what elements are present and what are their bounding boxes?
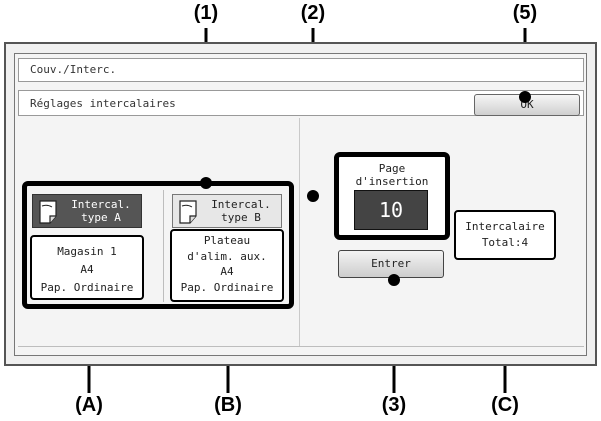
source-b-paper: Pap. Ordinaire bbox=[180, 280, 274, 294]
insert-type-a-label-1: Intercal. bbox=[71, 198, 131, 211]
page-insertion-label-1: Page bbox=[378, 162, 406, 175]
settings-title: Réglages intercalaires bbox=[30, 97, 176, 110]
insert-type-b-button[interactable]: Intercal.type B bbox=[172, 194, 282, 228]
page-insertion-value[interactable]: 10 bbox=[354, 190, 428, 230]
insert-type-b-label-2: type B bbox=[221, 211, 261, 224]
insert-type-b-source: Plateau d'alim. aux. A4 Pap. Ordinaire bbox=[170, 229, 284, 302]
callout-2: (2) bbox=[300, 2, 326, 24]
callout-3: (3) bbox=[381, 394, 407, 416]
callout-3-dot bbox=[388, 274, 400, 286]
page-insertion-label-2: d'insertion bbox=[355, 175, 429, 188]
screen-title: Couv./Interc. bbox=[30, 63, 117, 76]
insert-type-group-highlight bbox=[22, 181, 294, 309]
callout-1-dot bbox=[200, 177, 212, 189]
callout-b: (B) bbox=[214, 394, 242, 416]
divider bbox=[163, 190, 164, 302]
source-a-size: A4 bbox=[80, 263, 94, 276]
callout-5-dot bbox=[519, 91, 531, 103]
document-icon bbox=[179, 200, 197, 224]
callout-5: (5) bbox=[512, 2, 538, 24]
title-bar bbox=[18, 58, 584, 82]
page-insertion-label: Page d'insertion bbox=[342, 162, 442, 188]
callout-2-dot bbox=[307, 190, 319, 202]
document-icon bbox=[39, 200, 57, 224]
insert-total-label: Intercalaire bbox=[465, 220, 545, 233]
callout-a: (A) bbox=[75, 394, 103, 416]
source-a-paper: Pap. Ordinaire bbox=[40, 281, 134, 294]
insert-type-a-label-2: type A bbox=[81, 211, 121, 224]
insert-type-a-button[interactable]: Intercal.type A bbox=[32, 194, 142, 228]
source-b-tray-1: Plateau bbox=[203, 234, 251, 247]
insert-total-count: Total:4 bbox=[481, 236, 529, 249]
source-b-size: A4 bbox=[220, 265, 234, 278]
bottom-separator bbox=[18, 346, 584, 347]
insert-type-b-label-1: Intercal. bbox=[211, 198, 271, 211]
callout-c: (C) bbox=[491, 394, 519, 416]
callout-1: (1) bbox=[193, 2, 219, 24]
source-b-tray-2: d'alim. aux. bbox=[187, 249, 267, 263]
insert-type-a-source: Magasin 1 A4 Pap. Ordinaire bbox=[30, 235, 144, 300]
insert-total-display: Intercalaire Total:4 bbox=[454, 210, 556, 260]
source-a-tray: Magasin 1 bbox=[57, 245, 117, 258]
